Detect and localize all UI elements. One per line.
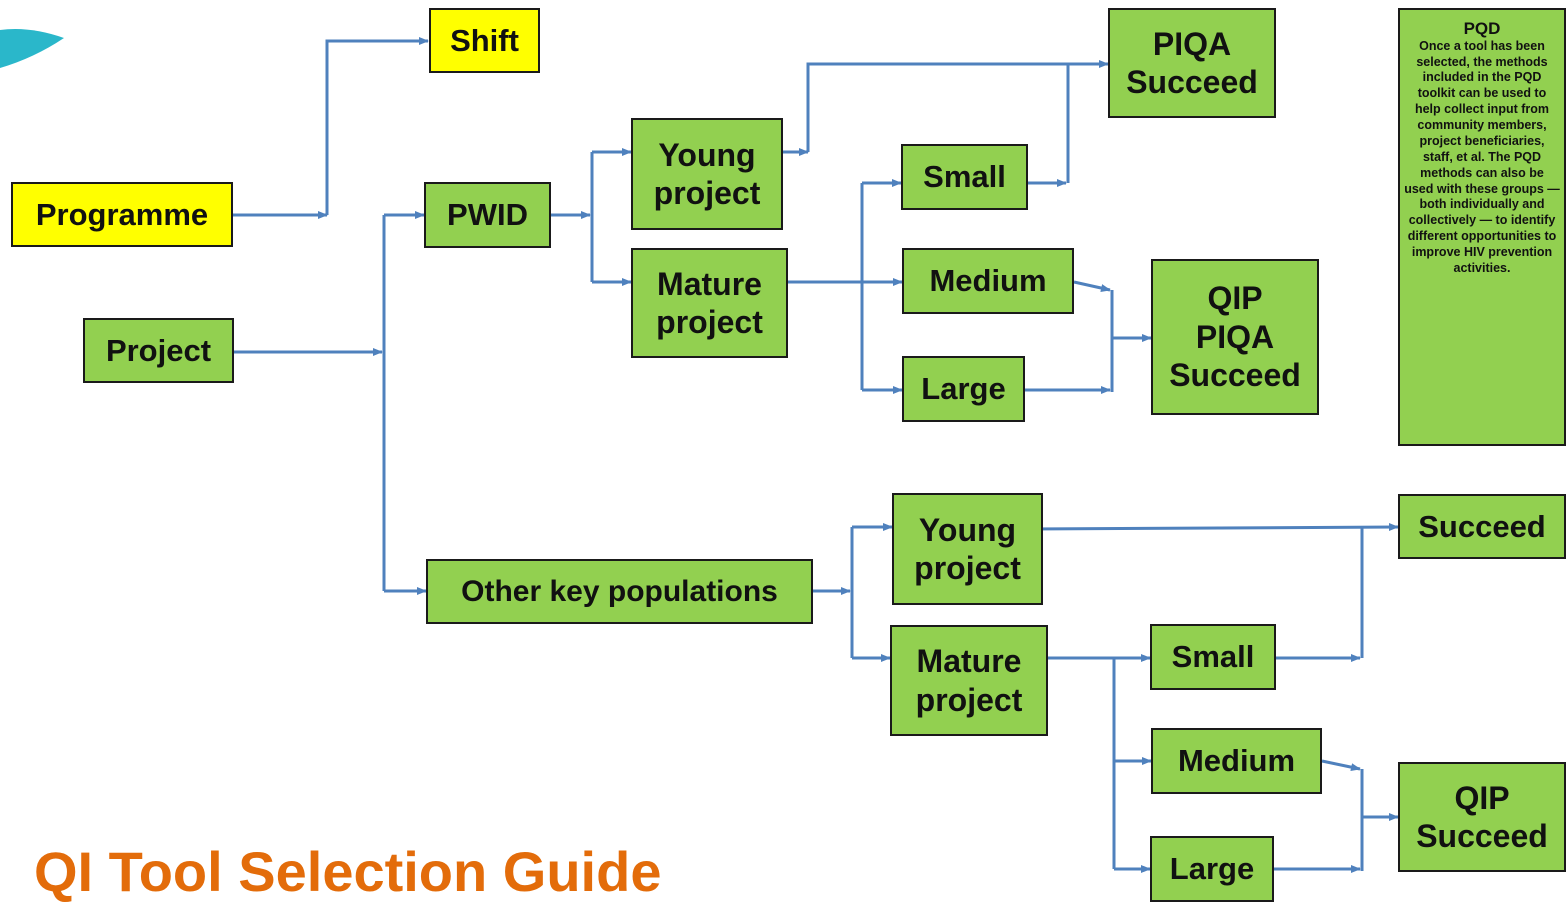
- programme-node: Programme: [11, 182, 233, 247]
- page-title: QI Tool Selection Guide: [34, 840, 662, 903]
- pwid-young-project-node: Young project: [631, 118, 783, 230]
- other-key-populations-node: Other key populations: [426, 559, 813, 624]
- other-young-project-node: Young project: [892, 493, 1043, 605]
- pqd-note-box: PQD Once a tool has been selected, the m…: [1398, 8, 1566, 446]
- shift-node: Shift: [429, 8, 540, 73]
- project-node: Project: [83, 318, 234, 383]
- qip-succeed-node: QIP Succeed: [1398, 762, 1566, 872]
- other-small-node: Small: [1150, 624, 1276, 690]
- piqa-succeed-node: PIQA Succeed: [1108, 8, 1276, 118]
- other-mature-project-node: Mature project: [890, 625, 1048, 736]
- pwid-medium-node: Medium: [902, 248, 1074, 314]
- pwid-node: PWID: [424, 182, 551, 248]
- qip-piqa-succeed-node: QIP PIQA Succeed: [1151, 259, 1319, 415]
- pwid-mature-project-node: Mature project: [631, 248, 788, 358]
- succeed-node: Succeed: [1398, 494, 1566, 559]
- pwid-large-node: Large: [902, 356, 1025, 422]
- corner-swoosh-shape: [0, 29, 64, 68]
- other-large-node: Large: [1150, 836, 1274, 902]
- pqd-note-title: PQD: [1463, 19, 1501, 38]
- pwid-small-node: Small: [901, 144, 1028, 210]
- other-medium-node: Medium: [1151, 728, 1322, 794]
- pqd-note-body: Once a tool has been selected, the metho…: [1404, 38, 1560, 275]
